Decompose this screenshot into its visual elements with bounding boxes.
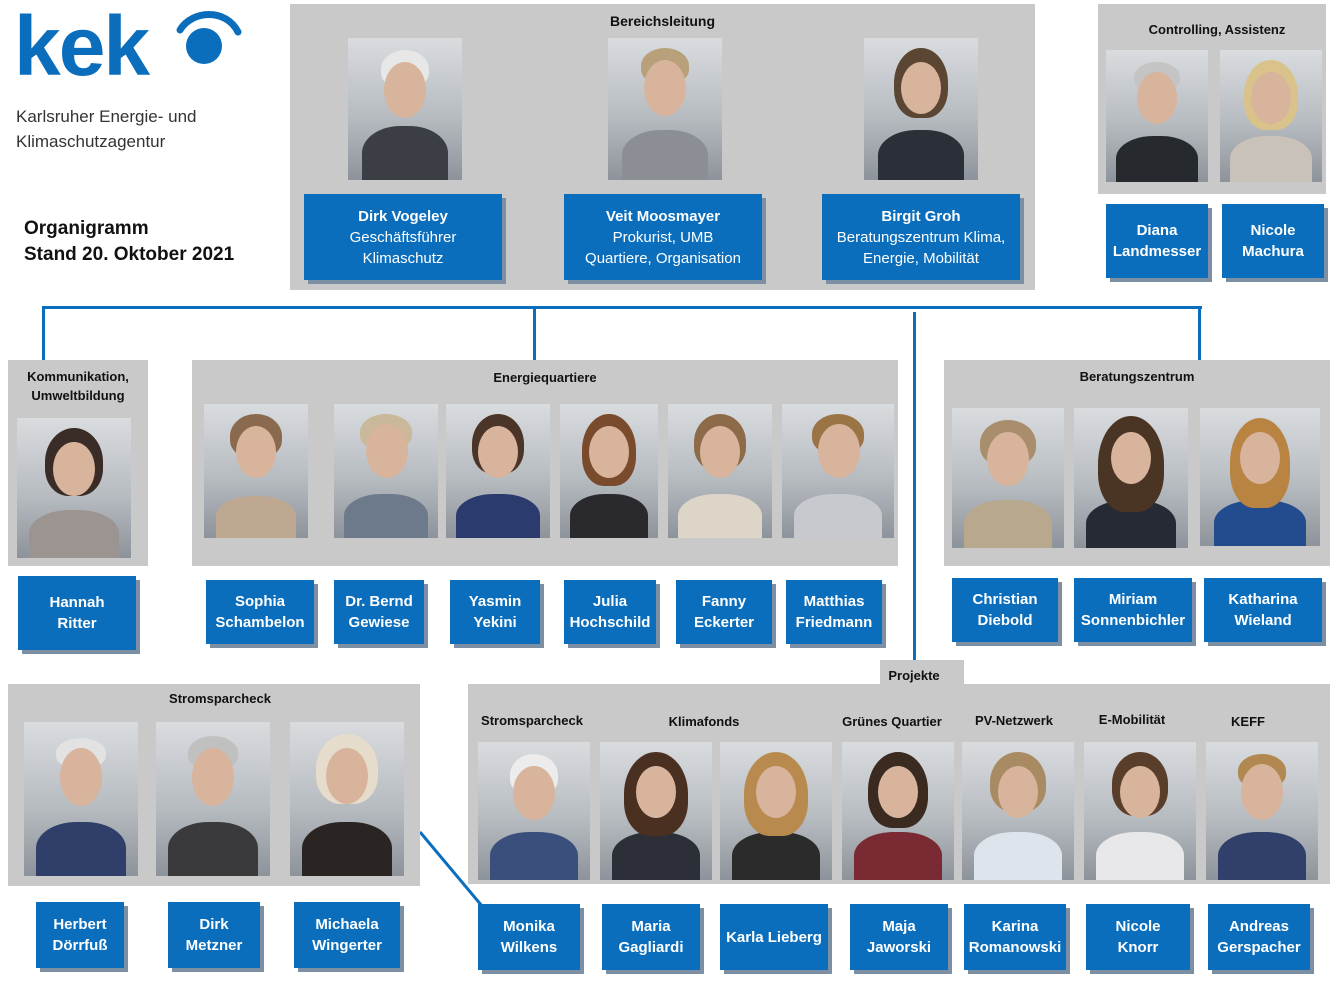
photo-dirk-vogeley bbox=[348, 38, 462, 180]
photo-birgit-groh bbox=[864, 38, 978, 180]
namebox-maria-gagliardi: Maria Gagliardi bbox=[602, 904, 700, 970]
logo-wordmark: kek bbox=[14, 0, 150, 93]
photo-diana-landmesser bbox=[1106, 50, 1208, 182]
namebox-michaela-wingerter: Michaela Wingerter bbox=[294, 902, 400, 968]
namebox-nicole-knorr: Nicole Knorr bbox=[1086, 904, 1190, 970]
heading-line1: Organigramm bbox=[24, 218, 149, 239]
namebox-miriam-sonnenbichler: Miriam Sonnenbichler bbox=[1074, 578, 1192, 642]
connector-projekte bbox=[913, 312, 916, 662]
connector-stromsparcheck-diagonal bbox=[418, 831, 484, 907]
namebox-christian-diebold: Christian Diebold bbox=[952, 578, 1058, 642]
logo-line2: Klimaschutzagentur bbox=[16, 132, 166, 151]
photo-andreas-gerspacher bbox=[1206, 742, 1318, 880]
namebox-hannah-ritter: Hannah Ritter bbox=[18, 576, 136, 650]
projekte-subtitle-klimafonds: Klimafonds bbox=[668, 714, 740, 729]
photo-julia-hochschild bbox=[560, 404, 658, 538]
kommunikation-title: Kommunikation, Umweltbildung bbox=[27, 369, 129, 403]
photo-christian-diebold bbox=[952, 408, 1064, 548]
photo-dirk-metzner bbox=[156, 722, 270, 876]
projekte-title: Projekte bbox=[888, 668, 940, 683]
stromsparcheck-title: Stromsparcheck bbox=[169, 691, 271, 706]
photo-karla-lieberg bbox=[720, 742, 832, 880]
photo-bernd-gewiese bbox=[334, 404, 438, 538]
photo-matthias-friedmann bbox=[782, 404, 894, 538]
namebox-dirk-metzner: Dirk Metzner bbox=[168, 902, 260, 968]
namebox-dirk-vogeley: Dirk Vogeley Geschäftsführer Klimaschutz bbox=[304, 194, 502, 280]
connector-energiequartiere bbox=[533, 306, 536, 362]
logo: kek Karlsruher Energie- und Klimaschutza… bbox=[14, 0, 244, 164]
heading-line2: Stand 20. Oktober 2021 bbox=[24, 244, 235, 265]
photo-nicole-machura bbox=[1220, 50, 1322, 182]
namebox-karina-romanowski: Karina Romanowski bbox=[964, 904, 1066, 970]
logo-swoosh-icon bbox=[176, 11, 242, 64]
photo-monika-wilkens bbox=[478, 742, 590, 880]
photo-maja-jaworski bbox=[842, 742, 954, 880]
photo-hannah-ritter bbox=[17, 418, 131, 558]
connector-beratungszentrum bbox=[1198, 306, 1201, 362]
namebox-sophia-schambelon: Sophia Schambelon bbox=[206, 580, 314, 644]
projekte-subtitle-stromsparcheck: Stromsparcheck bbox=[481, 713, 583, 728]
namebox-diana-landmesser: Diana Landmesser bbox=[1106, 204, 1208, 278]
controlling-title: Controlling, Assistenz bbox=[1148, 22, 1286, 37]
photo-maria-gagliardi bbox=[600, 742, 712, 880]
namebox-birgit-groh: Birgit Groh Beratungszentrum Klima, Ener… bbox=[822, 194, 1020, 280]
photo-sophia-schambelon bbox=[204, 404, 308, 538]
namebox-karla-lieberg: Karla Lieberg bbox=[720, 904, 828, 970]
namebox-nicole-machura: Nicole Machura bbox=[1222, 204, 1324, 278]
photo-veit-moosmayer bbox=[608, 38, 722, 180]
projekte-subtitle-e-mobilitaet: E-Mobilität bbox=[1098, 712, 1166, 727]
namebox-veit-moosmayer: Veit Moosmayer Prokurist, UMB Quartiere,… bbox=[564, 194, 762, 280]
photo-fanny-eckerter bbox=[668, 404, 772, 538]
photo-miriam-sonnenbichler bbox=[1074, 408, 1188, 548]
photo-michaela-wingerter bbox=[290, 722, 404, 876]
photo-karina-romanowski bbox=[962, 742, 1074, 880]
namebox-matthias-friedmann: Matthias Friedmann bbox=[786, 580, 882, 644]
projekte-subtitle-gruenes-quartier: Grünes Quartier bbox=[842, 714, 942, 729]
projekte-title-tab bbox=[880, 660, 964, 690]
photo-nicole-knorr bbox=[1084, 742, 1196, 880]
connector-horizontal bbox=[42, 306, 1202, 309]
namebox-herbert-doerrfuss: Herbert Dörrfuß bbox=[36, 902, 124, 968]
namebox-julia-hochschild: Julia Hochschild bbox=[564, 580, 656, 644]
namebox-andreas-gerspacher: Andreas Gerspacher bbox=[1208, 904, 1310, 970]
heading: Organigramm Stand 20. Oktober 2021 bbox=[24, 216, 234, 268]
namebox-maja-jaworski: Maja Jaworski bbox=[850, 904, 948, 970]
logo-line1: Karlsruher Energie- und bbox=[16, 107, 197, 126]
namebox-fanny-eckerter: Fanny Eckerter bbox=[676, 580, 772, 644]
connector-kommunikation bbox=[42, 306, 45, 362]
projekte-subtitle-pv-netzwerk: PV-Netzwerk bbox=[974, 713, 1054, 728]
namebox-bernd-gewiese: Dr. Bernd Gewiese bbox=[334, 580, 424, 644]
leadership-title: Bereichsleitung bbox=[609, 13, 716, 29]
namebox-katharina-wieland: Katharina Wieland bbox=[1204, 578, 1322, 642]
namebox-monika-wilkens: Monika Wilkens bbox=[478, 904, 580, 970]
namebox-yasmin-yekini: Yasmin Yekini bbox=[450, 580, 540, 644]
beratungszentrum-title: Beratungszentrum bbox=[1079, 369, 1195, 384]
projekte-subtitle-keff: KEFF bbox=[1231, 714, 1265, 729]
photo-katharina-wieland bbox=[1200, 408, 1320, 546]
photo-yasmin-yekini bbox=[446, 404, 550, 538]
energiequartiere-title: Energiequartiere bbox=[493, 370, 597, 385]
photo-herbert-doerrfuss bbox=[24, 722, 138, 876]
